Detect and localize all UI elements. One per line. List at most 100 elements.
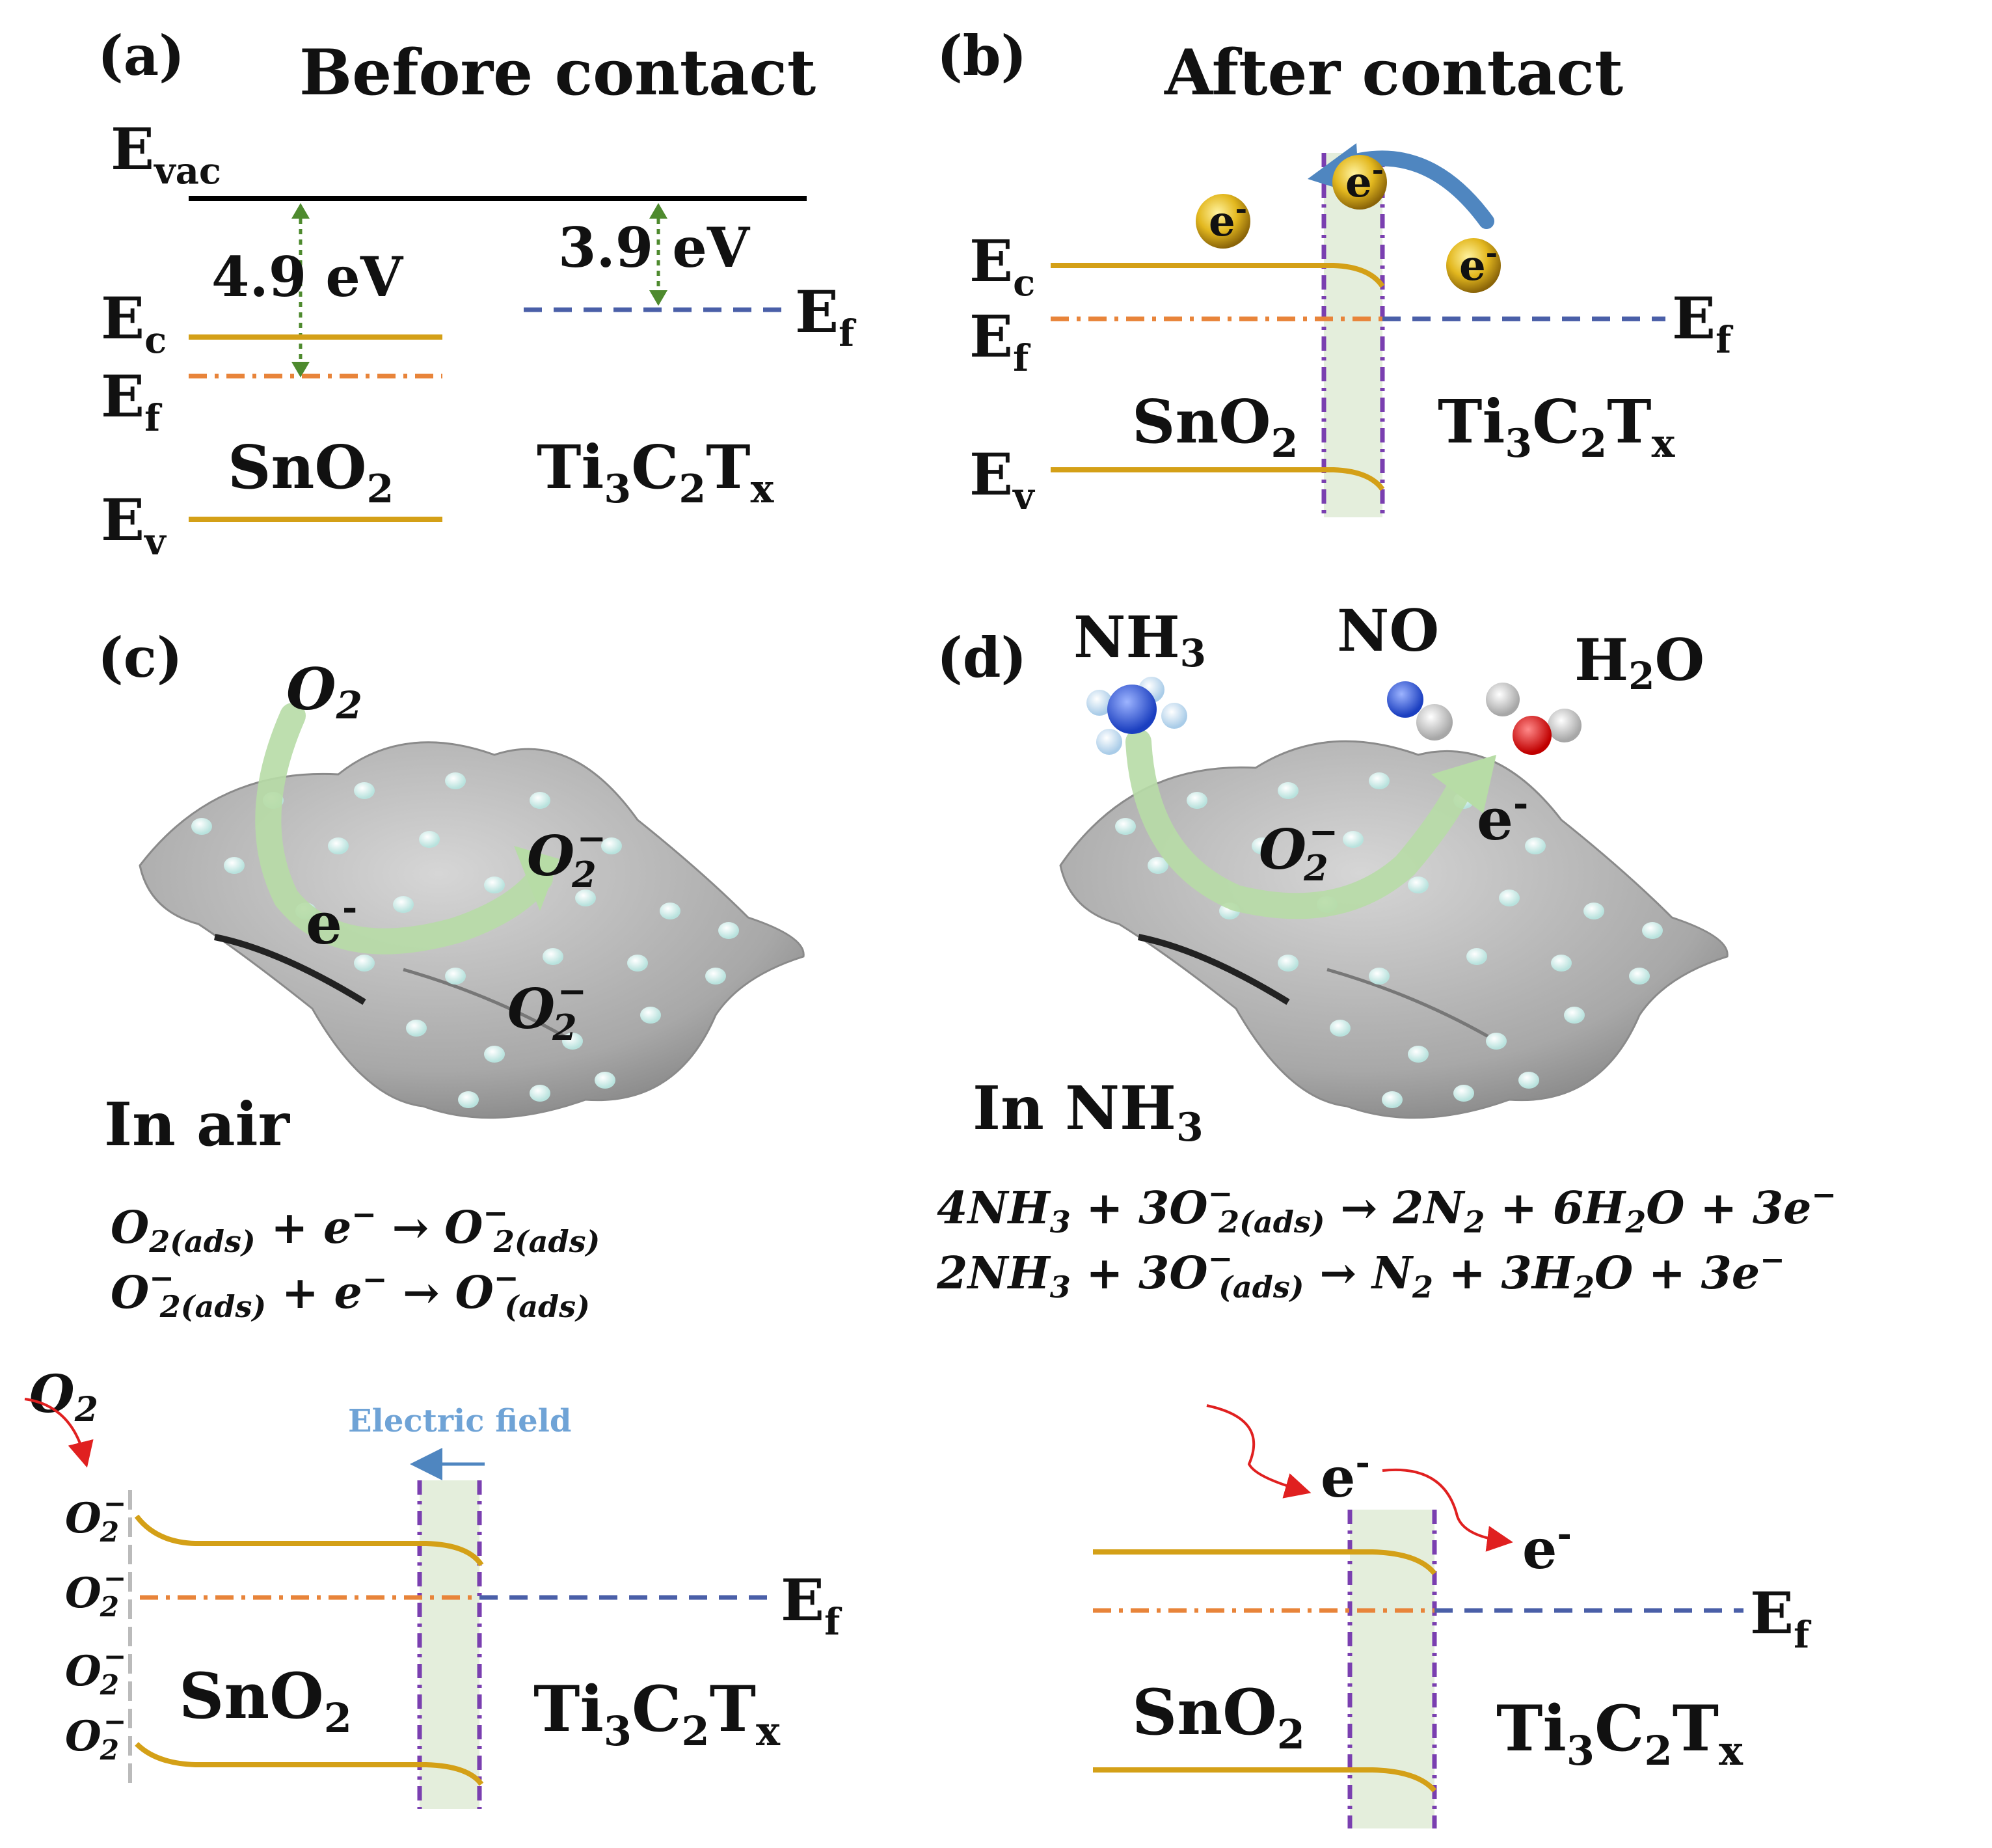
adsorbate-dot [1466, 948, 1487, 965]
adsorbate-dot [1642, 922, 1663, 939]
panel-d-label: (d) [937, 625, 1027, 690]
reaction-eq-1: O2(ads) + e− → O−2(ads) [111, 1195, 600, 1259]
adsorbate-dot [1564, 1007, 1585, 1024]
e-c-label: Ec [101, 284, 167, 362]
adsorbate-dot [1382, 1091, 1403, 1108]
nh3-molecule [1086, 677, 1187, 755]
e-c-label: Ec [969, 227, 1035, 305]
electron-outgoing-arrow [1382, 1468, 1513, 1552]
reaction-eq-1: 4NH3 + 3O−2(ads) → 2N2 + 6H2O + 3e− [937, 1176, 1837, 1240]
electron-label: e- [1477, 782, 1528, 853]
o2-minus-label: O2− [1259, 811, 1338, 889]
electric-field-label: Electric field [348, 1403, 571, 1439]
svg-text:e-: e- [1459, 237, 1498, 290]
adsorbate-dot [575, 890, 596, 906]
sno2-work-function-value: 4.9 eV [211, 245, 404, 309]
adsorbate-dot [705, 968, 726, 985]
adsorbate-dot [530, 1085, 550, 1102]
sno2-conduction-band-bent [1051, 263, 1385, 288]
o2-minus-state-1: O2− [65, 1488, 126, 1548]
depletion-region [420, 1480, 479, 1809]
surface-crease-2 [403, 968, 574, 1043]
adsorbate-dot [1148, 857, 1168, 874]
adsorbate-dot [595, 1072, 615, 1089]
e-vac-label: Evac [111, 115, 221, 193]
adsorbate-dot [601, 837, 622, 854]
adsorbate-dot [1369, 772, 1390, 789]
no-molecule [1387, 681, 1453, 741]
sno2-wf-arrowhead-bottom [291, 362, 310, 377]
o2-adsorption-arrow [255, 703, 553, 955]
o2-adsorption-arrowhead [514, 846, 559, 911]
panel-a: (a) Before contact Evac 4.9 eV 3.9 eV Ec… [98, 23, 857, 564]
adsorbate-dot [1369, 968, 1390, 985]
adsorbate-dot [354, 955, 375, 972]
adsorbate-dot [718, 922, 739, 939]
adsorbate-dot [543, 948, 563, 965]
sno2-label: SnO2 [1132, 1676, 1305, 1758]
ti3c2tx-label: Ti3C2Tx [1438, 387, 1676, 467]
adsorbate-dot [1115, 818, 1136, 835]
o2-minus-state-2: O2− [65, 1562, 126, 1623]
panel-e: O2 Electric field O2− O2− O2− O2− Ef SnO… [24, 1363, 842, 1809]
sno2-valence-band [135, 1742, 484, 1786]
e-f-right-label: Ef [1672, 284, 1734, 362]
adsorbate-dot [1330, 1020, 1351, 1037]
adsorbate-dot [406, 1020, 427, 1037]
panel-a-label: (a) [98, 23, 185, 88]
sno2-conduction-band [1093, 1549, 1437, 1575]
adsorbate-dot [1525, 837, 1546, 854]
electron-incoming-arrow [1206, 1404, 1312, 1499]
adsorbate-dot [1408, 1046, 1429, 1063]
o2-label: O2 [286, 655, 362, 727]
adsorbate-dot [1343, 831, 1364, 848]
nh3-label: NH3 [1073, 603, 1206, 675]
adsorbate-dot [445, 772, 466, 789]
surface-crease [1138, 934, 1290, 1005]
adsorbate-dot [458, 1091, 479, 1108]
o2-label: O2 [29, 1363, 98, 1430]
e-v-label: Ev [101, 486, 167, 564]
reaction-arrow [1125, 729, 1477, 919]
panel-b-label: (b) [937, 23, 1027, 88]
sno2-valence-band-bent [1051, 467, 1385, 491]
adsorbate-dot [1278, 782, 1299, 799]
reaction-eq-2: O−2(ads) + e− → O−(ads) [111, 1260, 590, 1324]
h2o-molecule [1486, 683, 1581, 755]
adsorbate-dot [191, 818, 212, 835]
o2-minus-label-lower: O2− [507, 970, 587, 1048]
panel-d: (d) NH3 NO H2O e- O2− [936, 597, 1837, 1305]
adsorbate-dot [1583, 903, 1604, 919]
electron-label-lower: e- [1522, 1513, 1572, 1581]
adsorbate-dot [1499, 890, 1520, 906]
adsorbate-dot [1551, 955, 1572, 972]
svg-text:e-: e- [1209, 193, 1247, 246]
electron-label-upper: e- [1321, 1441, 1370, 1510]
electron-label: e- [306, 886, 357, 957]
surface-crease [214, 934, 366, 1005]
e-f-left-label: Ef [969, 303, 1031, 380]
e-v-label: Ev [969, 441, 1035, 518]
adsorbate-dot [660, 903, 680, 919]
ti-wf-arrowhead-bottom [649, 290, 667, 306]
ti3c2tx-label: Ti3C2Tx [533, 1672, 781, 1755]
h2o-label: H2O [1574, 626, 1704, 698]
sno2-conduction-band [134, 1514, 484, 1567]
sno2-valence-band [1093, 1767, 1437, 1793]
adsorbate-dot [1278, 955, 1299, 972]
ti-wf-arrowhead-top [649, 203, 667, 219]
sno2-label: SnO2 [1132, 387, 1298, 467]
svg-text:e-: e- [1345, 154, 1384, 207]
e-f-label: Ef [1750, 1579, 1812, 1657]
adsorbate-dot [224, 857, 245, 874]
condition-nh3: In NH3 [973, 1073, 1204, 1150]
surface-crease-2 [1326, 968, 1498, 1043]
panel-b: (b) After contact e- e- e- Ec Ef Ev Ef [937, 23, 1734, 518]
ti-work-function-value: 3.9 eV [558, 215, 751, 280]
panel-f: e- e- Ef SnO2 Ti3C2Tx [1093, 1404, 1812, 1828]
condition-air: In air [104, 1089, 291, 1160]
e-f-left-label: Ef [101, 362, 163, 440]
adsorbate-dot [640, 1007, 661, 1024]
adsorbate-dot [484, 876, 505, 893]
